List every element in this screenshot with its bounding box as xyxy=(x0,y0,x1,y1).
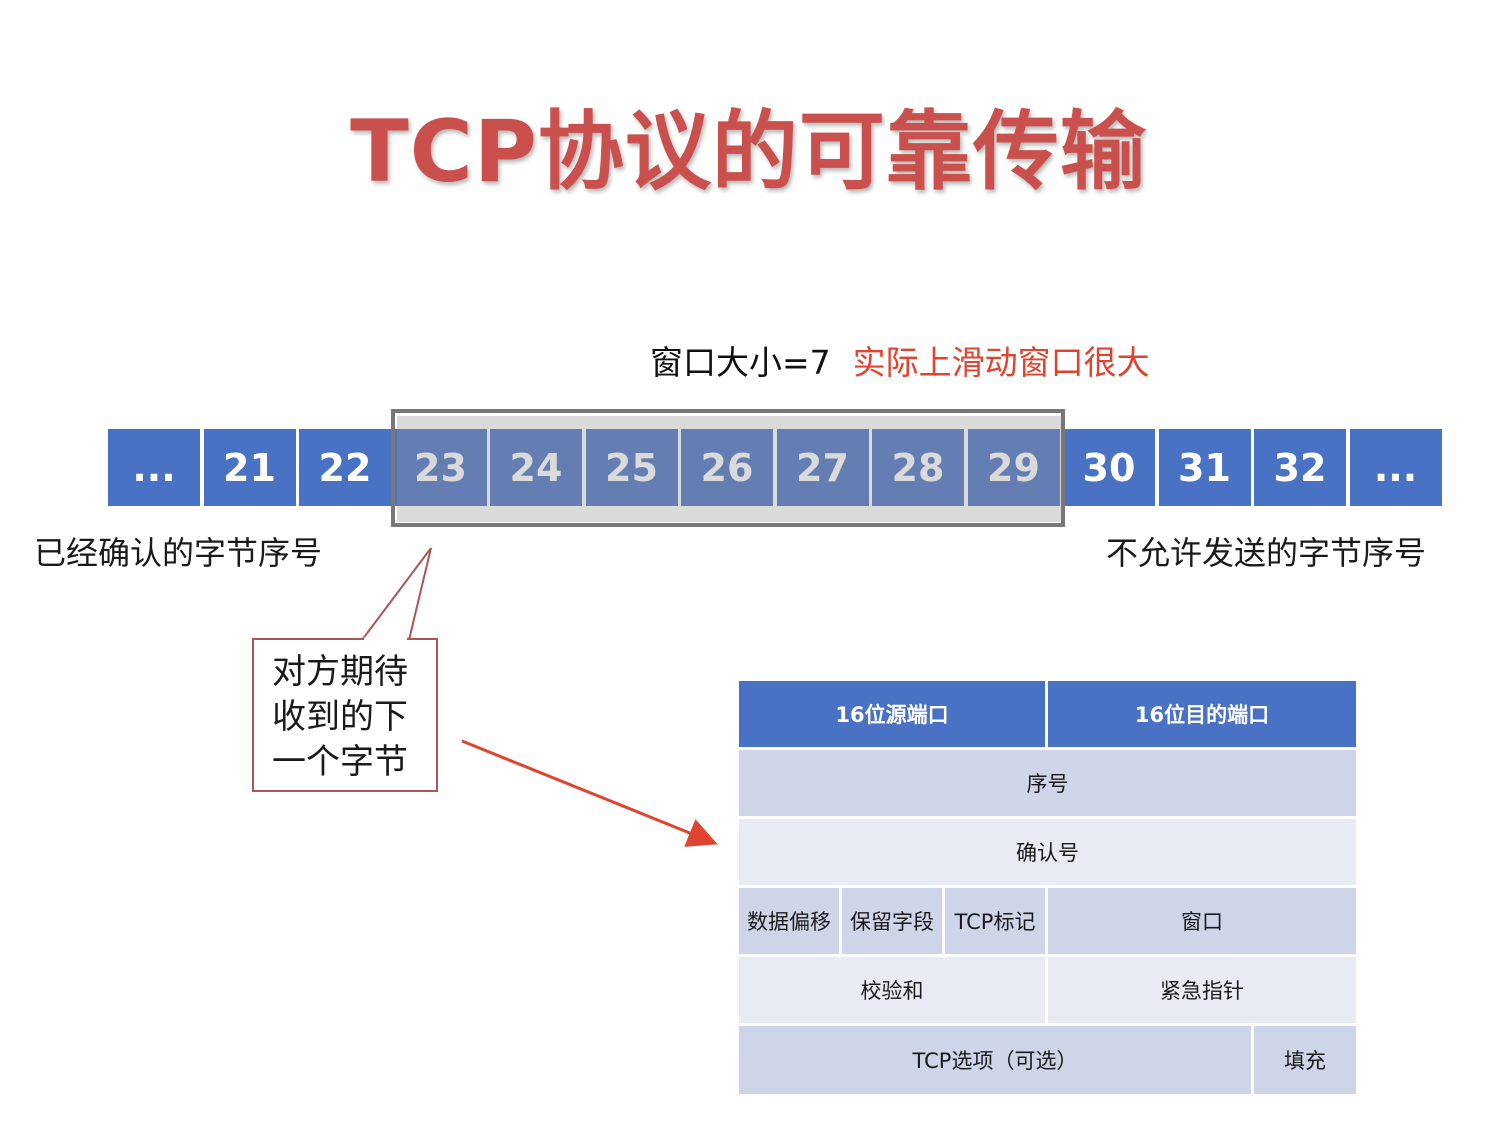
byte-cell-31: 31 xyxy=(1158,429,1251,506)
field-tcp-flags: TCP标记 xyxy=(945,888,1048,957)
byte-cell-21: 21 xyxy=(203,429,296,506)
byte-cell-32: 32 xyxy=(1254,429,1346,506)
callout-pointer xyxy=(361,547,432,641)
field-tcp-options: TCP选项（可选） xyxy=(739,1026,1254,1094)
field-sequence-number: 序号 xyxy=(739,750,1356,819)
tcp-header-table: 16位源端口 16位目的端口 序号 确认号 数据偏移 保留字段 TCP标记 窗口… xyxy=(739,681,1356,1094)
byte-cell-ellipsis-left: ... xyxy=(108,429,200,506)
byte-cell-26: 26 xyxy=(681,429,773,506)
byte-cell-23: 23 xyxy=(394,429,487,506)
byte-cell-28: 28 xyxy=(872,429,964,506)
window-size-text: 窗口大小=7 xyxy=(650,343,831,382)
byte-cell-24: 24 xyxy=(490,429,582,506)
not-allowed-bytes-label: 不允许发送的字节序号 xyxy=(1106,534,1427,572)
field-urgent-pointer: 紧急指针 xyxy=(1048,957,1356,1026)
field-ack-number: 确认号 xyxy=(739,819,1356,888)
byte-cell-22: 22 xyxy=(299,429,391,506)
window-note-text: 实际上滑动窗口很大 xyxy=(852,343,1150,382)
byte-cell-29: 29 xyxy=(967,429,1060,506)
field-checksum: 校验和 xyxy=(739,957,1048,1026)
expected-next-byte-callout: 对方期待 收到的下 一个字节 xyxy=(252,638,438,792)
callout-line-1: 对方期待 xyxy=(272,652,408,692)
field-window: 窗口 xyxy=(1048,888,1356,957)
field-padding: 填充 xyxy=(1254,1026,1356,1094)
byte-cell-30: 30 xyxy=(1063,429,1155,506)
window-size-label: 窗口大小=7 实际上滑动窗口很大 xyxy=(650,338,1150,388)
callout-line-3: 一个字节 xyxy=(272,742,408,782)
field-source-port: 16位源端口 xyxy=(739,681,1048,750)
byte-cell-27: 27 xyxy=(776,429,869,506)
byte-cell-25: 25 xyxy=(585,429,678,506)
callout-line-2: 收到的下 xyxy=(272,697,408,737)
pointer-arrow xyxy=(461,739,718,847)
acknowledged-bytes-label: 已经确认的字节序号 xyxy=(34,534,323,572)
byte-cell-ellipsis-right: ... xyxy=(1349,429,1442,506)
field-reserved: 保留字段 xyxy=(842,888,945,957)
page-title: TCP协议的可靠传输 xyxy=(350,102,1147,202)
field-data-offset: 数据偏移 xyxy=(739,888,842,957)
field-destination-port: 16位目的端口 xyxy=(1048,681,1356,750)
